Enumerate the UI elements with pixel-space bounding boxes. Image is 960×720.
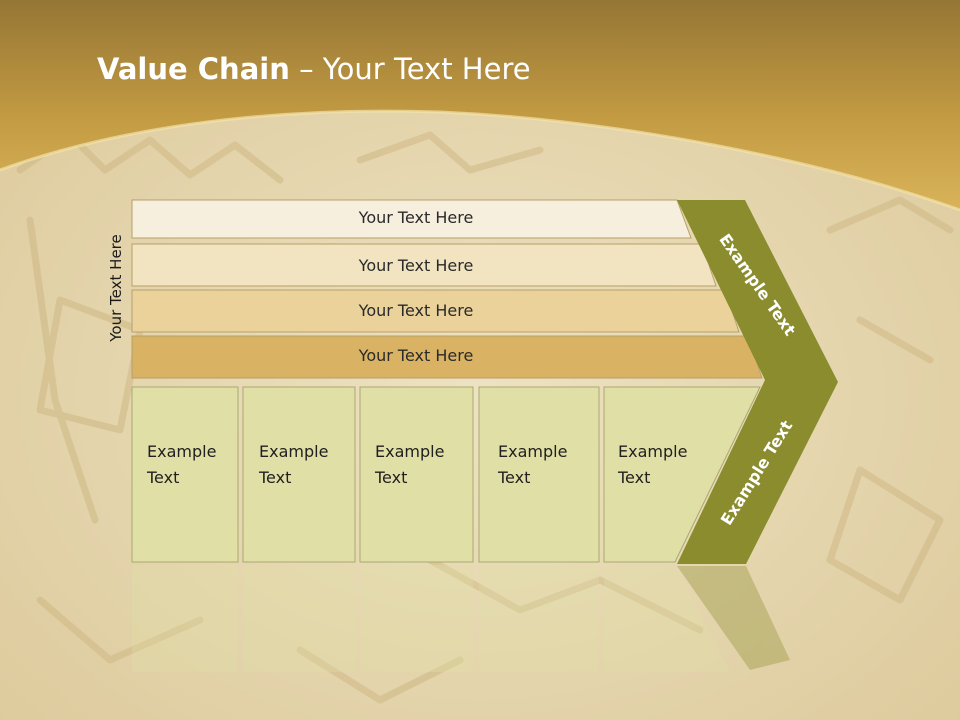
primary-box-5 [603,386,761,563]
primary-box-reflection-5 [604,565,730,672]
box-label-3: Example Text [375,442,445,487]
primary-box-3 [359,386,474,563]
row-label-2: Your Text Here [358,256,474,275]
diagram-reflection [132,565,790,672]
primary-box-reflection-3 [360,565,473,672]
support-row-4 [131,335,763,379]
slide-title: Value Chain – Your Text Here [97,52,531,86]
header-edge [0,109,960,212]
row-label-3: Your Text Here [358,301,474,320]
support-row-2 [131,243,717,287]
primary-box-4 [478,386,600,563]
chevron-reflection [677,566,790,670]
primary-box-reflection-2 [243,565,355,672]
chevron-shape [677,200,838,564]
box-label-5: Example Text [618,442,688,487]
header-band [0,0,960,210]
box-label-2: Example Text [259,442,329,487]
primary-box-reflection-4 [479,565,599,672]
support-rows [131,199,763,379]
primary-boxes [131,386,761,563]
row-label-1: Your Text Here [358,208,474,227]
support-row-1 [131,199,692,239]
box-label-4: Example Text [498,442,568,487]
support-row-3 [131,289,740,333]
primary-box-2 [242,386,356,563]
primary-box-1 [131,386,239,563]
chevron [677,200,838,564]
box-label-1: Example Text [147,442,217,487]
row-label-4: Your Text Here [358,346,474,365]
primary-box-reflection-1 [132,565,238,672]
sand-doodles [16,131,954,704]
